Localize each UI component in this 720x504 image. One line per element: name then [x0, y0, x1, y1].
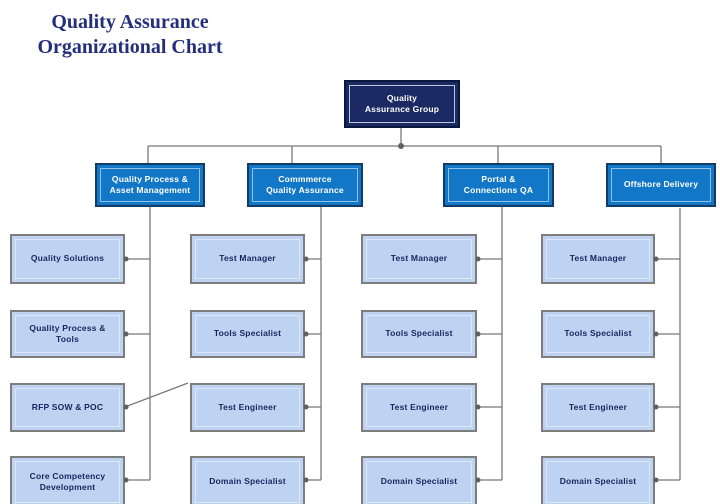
node-child: Test Engineer: [361, 383, 477, 432]
node-child-label: Domain Specialist: [195, 461, 300, 503]
node-child: RFP SOW & POC: [10, 383, 125, 432]
column1-connector-line: [125, 207, 151, 481]
node-child: Test Manager: [541, 234, 655, 284]
node-child: Test Manager: [190, 234, 305, 284]
node-child: Domain Specialist: [361, 456, 477, 504]
column4-connector-line: [655, 208, 681, 481]
node-child: Tools Specialist: [190, 310, 305, 358]
node-child-label: Test Manager: [546, 239, 650, 279]
node-child: Tools Specialist: [361, 310, 477, 358]
node-head-label: Portal & Connections QA: [448, 168, 549, 202]
column3-connector-line: [477, 207, 503, 481]
node-child: Domain Specialist: [541, 456, 655, 504]
node-child-label: Tools Specialist: [366, 315, 472, 353]
node-root: Quality Assurance Group: [344, 80, 460, 128]
node-child: Tools Specialist: [541, 310, 655, 358]
node-child-label: Domain Specialist: [546, 461, 650, 503]
node-child: Core Competency Development: [10, 456, 125, 504]
node-child-label: Domain Specialist: [366, 461, 472, 503]
node-child-label: Tools Specialist: [546, 315, 650, 353]
node-child: Test Manager: [361, 234, 477, 284]
node-head-quality-process: Quality Process & Asset Management: [95, 163, 205, 207]
node-child-label: Test Engineer: [195, 388, 300, 427]
node-head-label: Quality Process & Asset Management: [100, 168, 200, 202]
node-child-label: Tools Specialist: [195, 315, 300, 353]
node-child-label: Quality Process & Tools: [15, 315, 120, 353]
node-head-commerce-qa: Commmerce Quality Assurance: [247, 163, 363, 207]
node-child-label: Test Engineer: [546, 388, 650, 427]
chart-title: Quality Assurance Organizational Chart: [22, 10, 238, 60]
diagonal-connector-line: [124, 382, 189, 408]
node-child: Test Engineer: [190, 383, 305, 432]
node-child-label: Quality Solutions: [15, 239, 120, 279]
node-head-offshore-delivery: Offshore Delivery: [606, 163, 716, 207]
node-child: Test Engineer: [541, 383, 655, 432]
node-head-label: Offshore Delivery: [611, 168, 711, 202]
root-connector-line: [147, 128, 662, 163]
node-child-label: Test Engineer: [366, 388, 472, 427]
chart-title-line1: Quality Assurance: [51, 11, 209, 33]
node-child-label: RFP SOW & POC: [15, 388, 120, 427]
node-root-label: Quality Assurance Group: [349, 85, 455, 123]
node-child-label: Test Manager: [195, 239, 300, 279]
node-head-label: Commmerce Quality Assurance: [252, 168, 358, 202]
column2-connector-line: [305, 207, 322, 481]
node-head-portal-connections-qa: Portal & Connections QA: [443, 163, 554, 207]
node-child: Quality Solutions: [10, 234, 125, 284]
node-child: Domain Specialist: [190, 456, 305, 504]
node-child: Quality Process & Tools: [10, 310, 125, 358]
node-child-label: Test Manager: [366, 239, 472, 279]
chart-title-line2: Organizational Chart: [37, 36, 223, 58]
node-child-label: Core Competency Development: [15, 461, 120, 503]
